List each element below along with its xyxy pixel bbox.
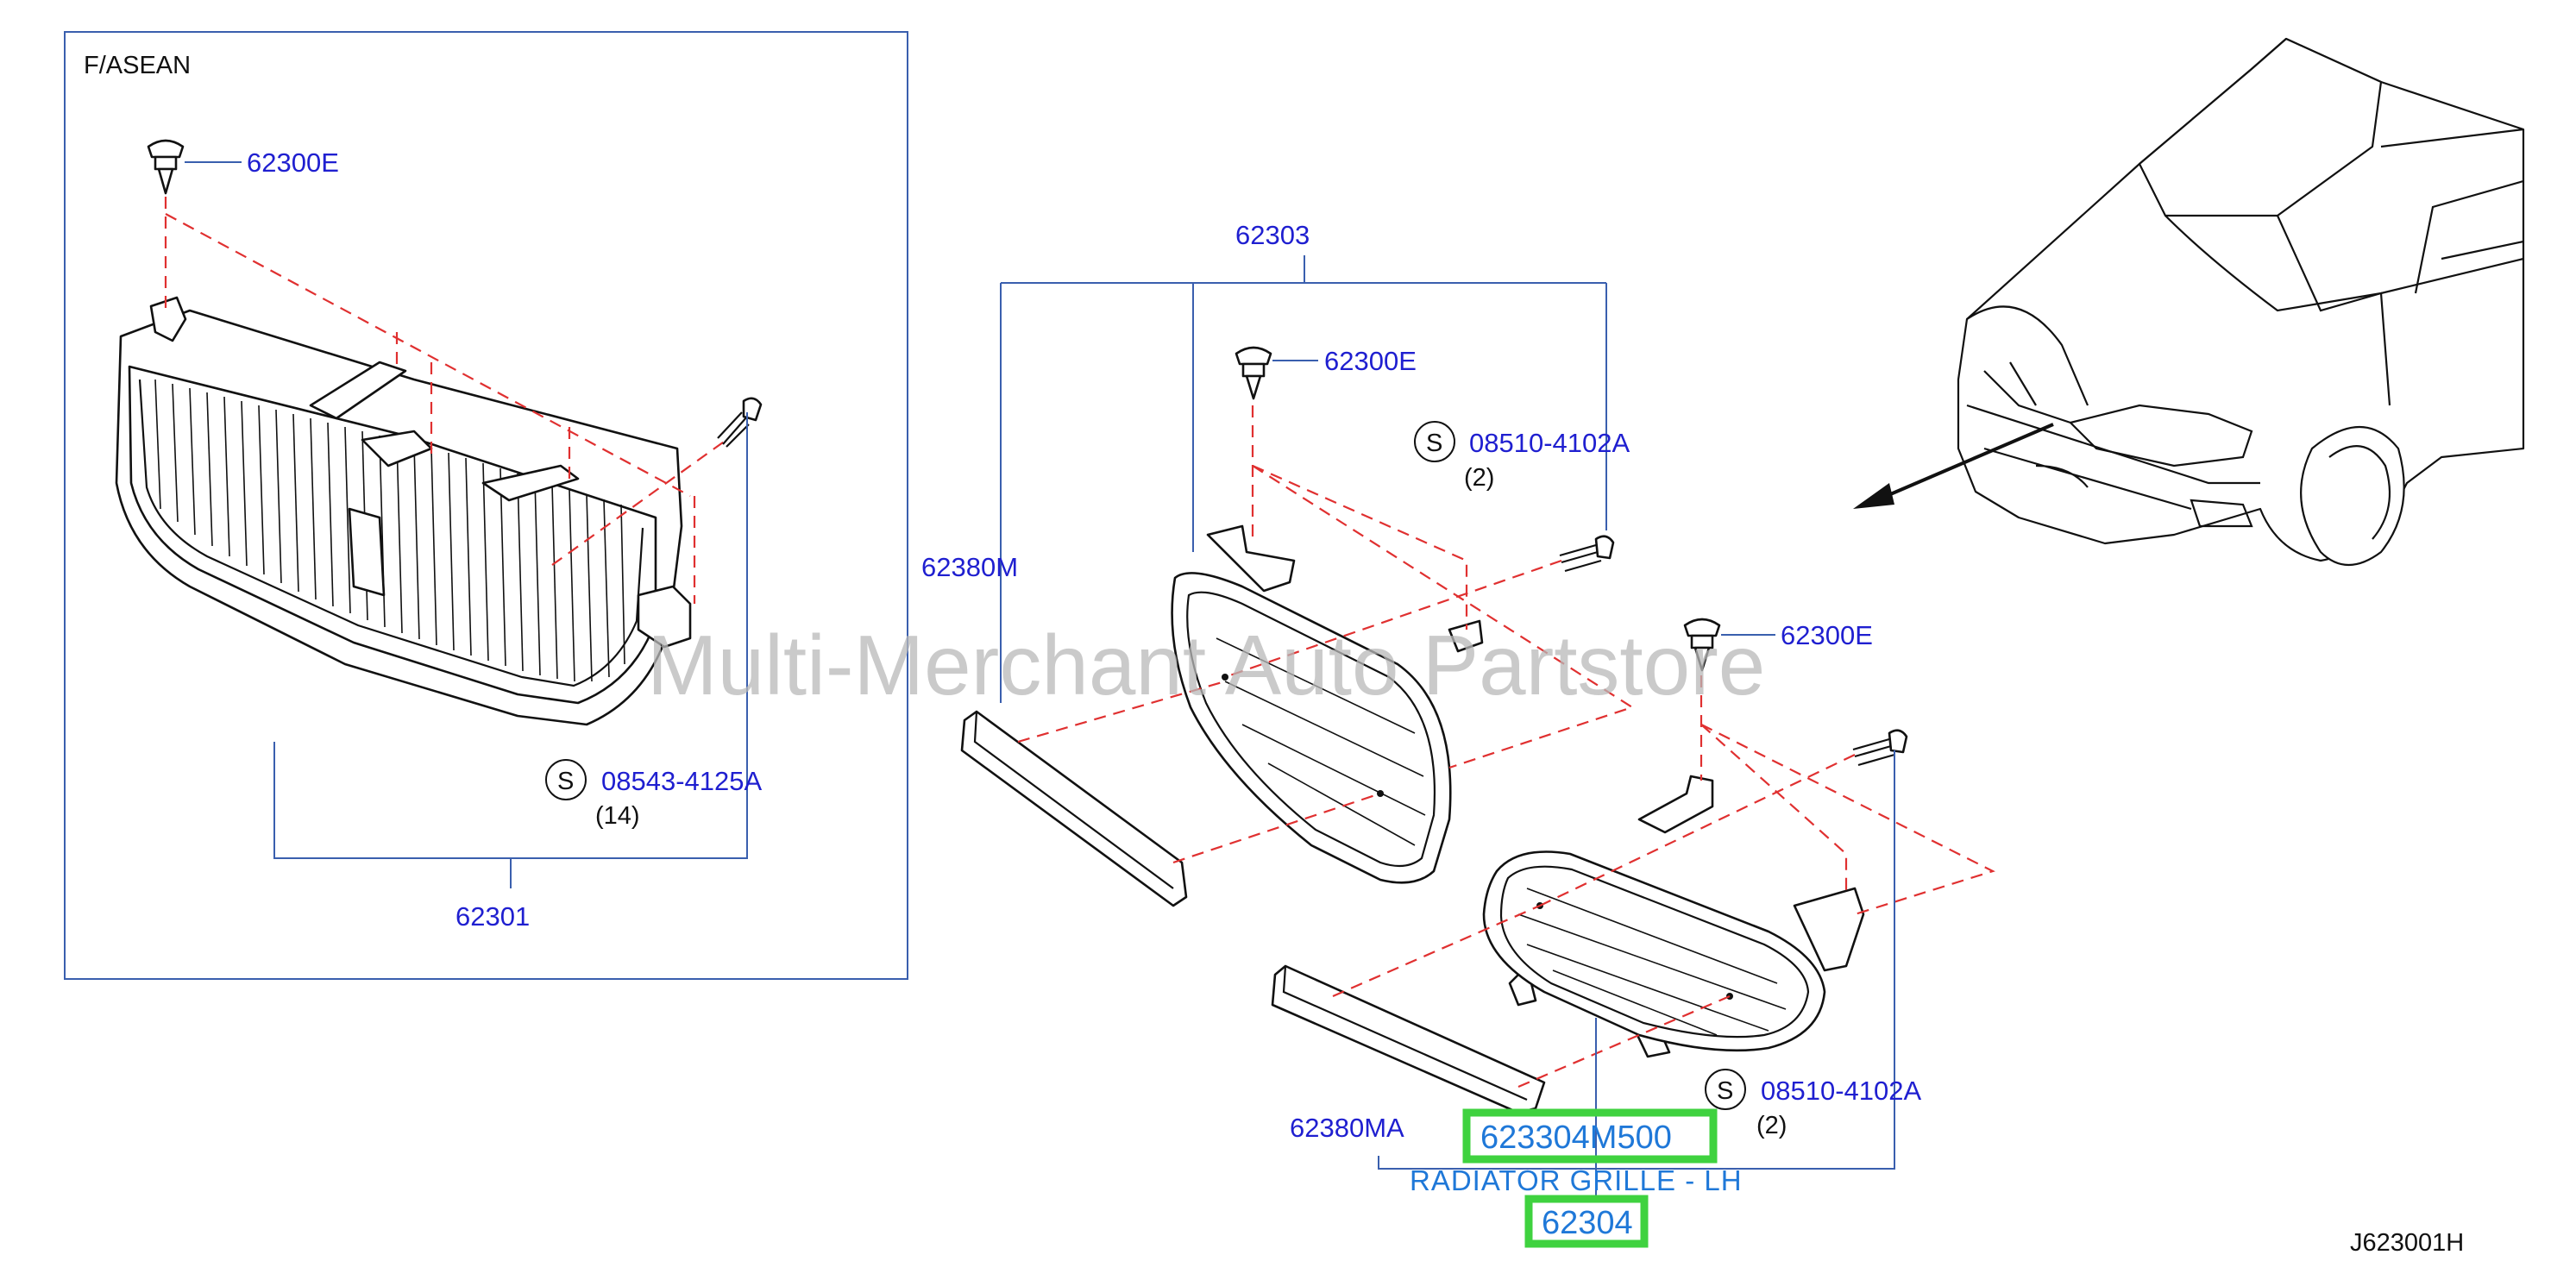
grille-assembly-drawing[interactable] (115, 296, 692, 726)
dash-left-2 (165, 213, 691, 497)
callout-screw-mid-qty: (2) (1464, 464, 1494, 492)
callout-clip-mid[interactable]: 62300E (1324, 346, 1417, 376)
callout-grille-assy[interactable]: 62301 (456, 901, 530, 932)
dash-right-2 (1700, 724, 1995, 916)
dash-mid-5 (1017, 680, 1226, 744)
dash-mid-2 (1252, 464, 1468, 630)
screw-icon[interactable] (1852, 729, 1908, 767)
callout-screw-left[interactable]: 08543-4125A (601, 766, 762, 796)
highlight-box-ref (1524, 1195, 1649, 1248)
screw-marker-mid (1414, 421, 1455, 462)
asean-inset-frame (64, 31, 908, 980)
screw-marker-left-label: S (557, 768, 574, 795)
callout-screw-right-qty: (2) (1756, 1112, 1787, 1139)
dash-right-5 (1332, 904, 1541, 998)
highlight-ref-number[interactable]: 62304 (1542, 1205, 1633, 1241)
leader-set-mid (1000, 255, 1607, 703)
highlight-description: RADIATOR GRILLE - LH (1410, 1164, 1743, 1196)
asean-label: F/ASEAN (84, 52, 191, 79)
screw-icon[interactable] (1559, 535, 1615, 573)
callout-set-mid[interactable]: 62303 (1235, 220, 1310, 250)
screw-marker-left (545, 759, 587, 800)
car-outline-drawing (1957, 37, 2525, 567)
screw-marker-right (1705, 1069, 1746, 1110)
screw-icon[interactable] (717, 397, 763, 448)
screw-marker-mid-label: S (1426, 430, 1442, 457)
callout-molding-lh[interactable]: 62380MA (1290, 1113, 1404, 1143)
leader-screw-right (1378, 750, 1895, 1170)
grille-lh-drawing[interactable] (1482, 775, 1865, 1058)
callout-clip-left[interactable]: 62300E (247, 147, 339, 178)
dash-right-3 (1700, 724, 1848, 897)
dash-mid-6 (1172, 792, 1381, 864)
callout-screw-mid[interactable]: 08510-4102A (1469, 428, 1630, 458)
dash-mid-3 (1252, 465, 1635, 769)
clip-icon[interactable] (147, 139, 185, 195)
clip-icon[interactable] (1683, 618, 1721, 672)
watermark: Multi-Merchant Auto Partstore (647, 618, 1765, 712)
grille-rh-drawing[interactable] (1171, 524, 1484, 884)
diagram-code: J623001H (2350, 1229, 2464, 1257)
screw-marker-right-label: S (1717, 1077, 1733, 1105)
molding-lh-drawing[interactable] (1271, 964, 1546, 1114)
highlight-box-part-number (1462, 1108, 1718, 1164)
callout-screw-left-qty: (14) (595, 802, 640, 830)
callout-molding-rh[interactable]: 62380M (921, 552, 1018, 582)
callout-clip-right[interactable]: 62300E (1781, 620, 1873, 650)
callout-screw-right[interactable]: 08510-4102A (1761, 1076, 1921, 1106)
highlight-part-number[interactable]: 623304M500 (1480, 1120, 1672, 1156)
dash-left-7 (551, 439, 727, 566)
clip-icon[interactable] (1235, 346, 1272, 400)
molding-rh-drawing[interactable] (960, 710, 1188, 907)
direction-arrow-icon (1853, 423, 2054, 509)
